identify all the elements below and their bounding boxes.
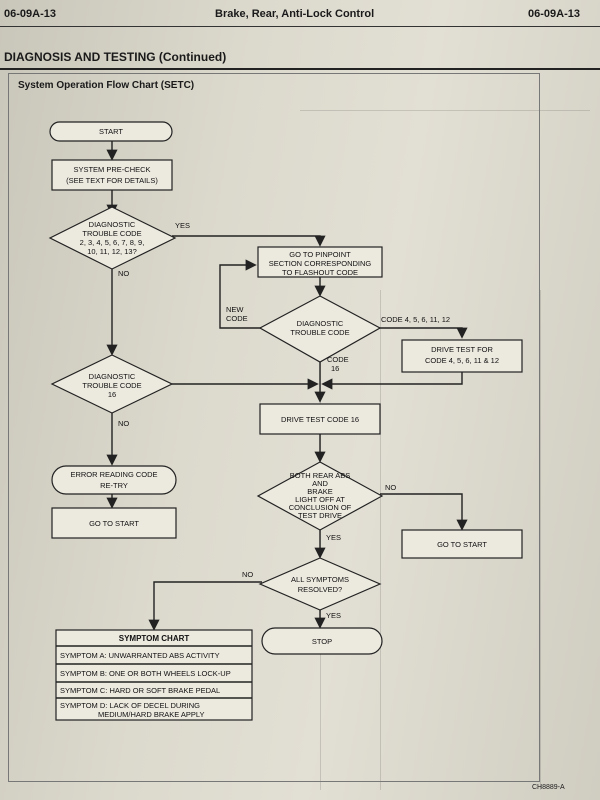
- decision-symptoms-resolved: ALL SYMPTOMS RESOLVED?: [258, 557, 382, 611]
- d4-line-5: CONCLUSION OF: [289, 503, 352, 512]
- start-label: START: [99, 127, 123, 136]
- new-code-label-2: CODE: [226, 314, 248, 323]
- go-to-start-left-label: GO TO START: [89, 519, 139, 528]
- precheck-line-1: SYSTEM PRE-CHECK: [73, 165, 150, 174]
- start-terminal: START: [49, 121, 173, 142]
- d5-line-1: ALL SYMPTOMS: [291, 575, 349, 584]
- go-to-start-right-label: GO TO START: [437, 540, 487, 549]
- d1-line-1: DIAGNOSTIC: [89, 220, 136, 229]
- code-list-label: CODE 4, 5, 6, 11, 12: [381, 315, 450, 324]
- page-header-title: Brake, Rear, Anti-Lock Control: [215, 8, 375, 20]
- symptom-b: SYMPTOM B: ONE OR BOTH WHEELS LOCK-UP: [60, 669, 231, 678]
- d5-line-2: RESOLVED?: [298, 585, 342, 594]
- error-line-1: ERROR READING CODE: [70, 470, 157, 479]
- code16-label-1: CODE: [327, 355, 349, 364]
- error-line-2: RE-TRY: [100, 481, 128, 490]
- drive-test-16-label: DRIVE TEST CODE 16: [281, 415, 359, 424]
- drive-test-line-2: CODE 4, 5, 6, 11 & 12: [425, 356, 499, 365]
- pinpoint-section-box: GO TO PINPOINT SECTION CORRESPONDING TO …: [257, 246, 383, 278]
- symptom-d-line-1: SYMPTOM D: LACK OF DECEL DURING: [60, 701, 200, 710]
- code16-label-2: 16: [331, 364, 339, 373]
- new-code-label-1: NEW: [226, 305, 244, 314]
- d4-line-2: AND: [312, 479, 328, 488]
- page-number-left: 06-09A-13: [4, 8, 56, 20]
- symptom-a: SYMPTOM A: UNWARRANTED ABS ACTIVITY: [60, 651, 220, 660]
- drive-test-line-1: DRIVE TEST FOR: [431, 345, 493, 354]
- d4-line-4: LIGHT OFF AT: [295, 495, 345, 504]
- d5-no-label: NO: [242, 570, 253, 579]
- symptom-d-line-2: MEDIUM/HARD BRAKE APPLY: [98, 710, 205, 719]
- d4-line-6: TEST DRIVE: [298, 511, 342, 520]
- symptom-c: SYMPTOM C: HARD OR SOFT BRAKE PEDAL: [60, 686, 220, 695]
- pinpoint-line-3: TO FLASHOUT CODE: [282, 268, 358, 277]
- d4-line-3: BRAKE: [307, 487, 332, 496]
- figure-id: CH8889-A: [532, 784, 565, 791]
- error-reading-box: ERROR READING CODE RE-TRY: [51, 465, 177, 495]
- d1-line-3: 2, 3, 4, 5, 6, 7, 8, 9,: [80, 238, 145, 247]
- decision-trouble-code-2: DIAGNOSTIC TROUBLE CODE: [258, 295, 382, 363]
- d3-no-label: NO: [118, 419, 129, 428]
- symptom-chart-table: SYMPTOM CHART SYMPTOM A: UNWARRANTED ABS…: [55, 629, 253, 721]
- d4-yes-label: YES: [326, 533, 341, 542]
- d1-line-4: 10, 11, 12, 13?: [87, 247, 137, 256]
- flow-chart-frame: [8, 73, 540, 782]
- go-to-start-left-box: GO TO START: [51, 507, 177, 539]
- d2-line-1: DIAGNOSTIC: [297, 319, 344, 328]
- decision-trouble-codes: DIAGNOSTIC TROUBLE CODE 2, 3, 4, 5, 6, 7…: [48, 206, 177, 270]
- go-to-start-right-box: GO TO START: [401, 529, 523, 559]
- decision-abs-light-off: BOTH REAR ABS AND BRAKE LIGHT OFF AT CON…: [256, 461, 384, 531]
- d1-no-label: NO: [118, 269, 129, 278]
- d3-line-2: TROUBLE CODE: [82, 381, 141, 390]
- section-title: DIAGNOSIS AND TESTING (Continued): [4, 50, 227, 64]
- drive-test-16-box: DRIVE TEST CODE 16: [259, 403, 381, 435]
- precheck-line-2: (SEE TEXT FOR DETAILS): [66, 176, 158, 185]
- system-precheck-box: SYSTEM PRE-CHECK (SEE TEXT FOR DETAILS): [51, 159, 173, 191]
- d4-line-1: BOTH REAR ABS: [290, 471, 350, 480]
- decision-trouble-code-16: DIAGNOSTIC TROUBLE CODE 16: [50, 354, 174, 414]
- symptom-chart-title: SYMPTOM CHART: [119, 634, 190, 643]
- pinpoint-line-1: GO TO PINPOINT: [289, 250, 351, 259]
- flow-connectors: [106, 141, 468, 631]
- flow-chart-title: System Operation Flow Chart (SETC): [18, 80, 195, 91]
- d3-line-3: 16: [108, 390, 116, 399]
- stop-terminal: STOP: [261, 627, 383, 655]
- pinpoint-line-2: SECTION CORRESPONDING: [269, 259, 372, 268]
- d1-yes-label: YES: [175, 221, 190, 230]
- stop-label: STOP: [312, 637, 332, 646]
- d2-line-2: TROUBLE CODE: [290, 328, 349, 337]
- section-rule: [0, 68, 600, 70]
- d3-line-1: DIAGNOSTIC: [89, 372, 136, 381]
- d1-line-2: TROUBLE CODE: [82, 229, 141, 238]
- header-rule: [0, 26, 600, 27]
- drive-test-codes-box: DRIVE TEST FOR CODE 4, 5, 6, 11 & 12: [401, 339, 523, 373]
- page-number-right: 06-09A-13: [528, 8, 580, 20]
- d4-no-label: NO: [385, 483, 396, 492]
- d5-yes-label: YES: [326, 611, 341, 620]
